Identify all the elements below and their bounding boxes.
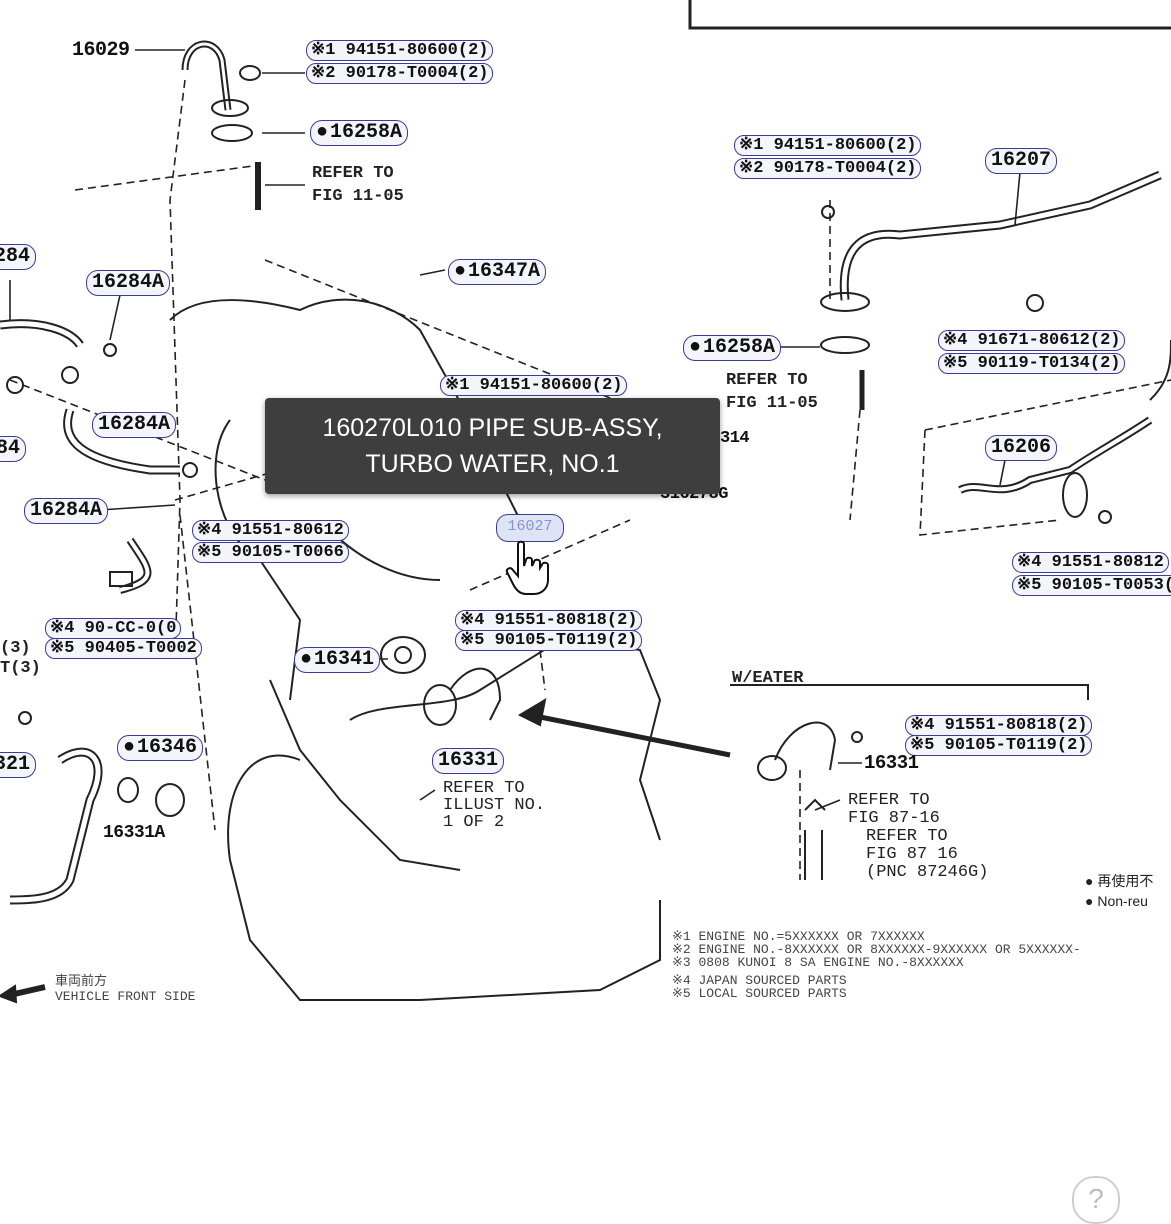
refer-illust-line3: 1 OF 2 [443,813,505,832]
legend-nonreuse-text: Non-reu [1097,893,1148,909]
refer-note-right-line1: REFER TO [726,371,808,390]
callout-top-1[interactable]: ※1 94151-80600(2) [306,40,494,61]
footnote-1: ※1 ENGINE NO.=5XXXXXX OR 7XXXXXX [672,929,925,944]
part-label-314[interactable]: 314 [720,429,750,448]
refer-illust-line1: REFER TO [443,779,525,798]
part-label-16207[interactable]: 16207 [985,148,1058,174]
refer-87-b-line1: REFER TO [866,827,948,846]
highlighted-part-label: 16027 [507,518,553,535]
front-label-jp: 車両前方 [55,974,108,989]
legend-bullet-icon: ● [1085,873,1098,889]
callout-right-mid-2[interactable]: ※5 90119-T0134(2) [938,353,1126,374]
left-edge-qty-2: T(3) [0,659,41,678]
part-label-16284a-1[interactable]: 16284A [86,270,171,296]
legend-reuse: ● 再使用不 [1085,873,1153,889]
part-label-321[interactable]: 321 [0,752,37,778]
callout-left-mid-1[interactable]: ※4 91551-80612 [192,520,349,541]
refer-note-top-line1: REFER TO [312,164,394,183]
callout-left-mid-2[interactable]: ※5 90105-T0066 [192,542,349,563]
callout-right-low-2[interactable]: ※5 90105-T0119(2) [905,735,1093,756]
refer-87-b-line2: FIG 87 16 [866,845,958,864]
footnote-4: ※4 JAPAN SOURCED PARTS [672,973,847,988]
callout-right-low-1[interactable]: ※4 91551-80818(2) [905,715,1093,736]
callout-left-edge-1[interactable]: ※4 90-CC-0(0 [45,618,182,639]
left-edge-qty-1: (3) [0,639,31,658]
refer-illust-line2: ILLUST NO. [443,796,546,815]
part-label-16284a-3[interactable]: 16284A [24,498,109,524]
tooltip-line-2: TURBO WATER, NO.1 [365,450,620,478]
part-label-16331-right[interactable]: 16331 [864,752,919,774]
refer-87-a-line1: REFER TO [848,791,930,810]
help-icon: ? [1088,1183,1104,1214]
callout-right-mid-1[interactable]: ※4 91671-80612(2) [938,330,1126,351]
part-label-16346[interactable]: 16346 [117,735,204,761]
callout-center-low-2[interactable]: ※5 90105-T0119(2) [455,630,643,651]
refer-87-a-line2: FIG 87-16 [848,809,940,828]
callout-left-edge-2[interactable]: ※5 90405-T0002 [45,638,202,659]
legend-bullet-icon: ● [1085,893,1098,909]
callout-right-1[interactable]: ※1 94151-80600(2) [734,135,922,156]
callout-top-2[interactable]: ※2 90178-T0004(2) [306,63,494,84]
callout-right-2[interactable]: ※2 90178-T0004(2) [734,158,922,179]
part-tooltip: 160270L010 PIPE SUB-ASSY, TURBO WATER, N… [265,398,720,494]
legend-reuse-text: 再使用不 [1097,873,1154,889]
help-button[interactable]: ? [1072,1176,1120,1224]
refer-note-right-line2: FIG 11-05 [726,394,818,413]
callout-far-right-1[interactable]: ※4 91551-80812 [1012,552,1169,573]
callout-far-right-2[interactable]: ※5 90105-T0053( [1012,575,1171,596]
hand-cursor-icon [505,540,549,595]
callout-center-1[interactable]: ※1 94151-80600(2) [440,375,628,396]
part-label-16341[interactable]: 16341 [294,647,381,673]
part-label-16331a[interactable]: 16331A [103,823,165,843]
legend-nonreuse: ● Non-reu [1085,893,1148,909]
part-label-16284-left-2[interactable]: 84 [0,436,27,462]
callout-center-low-1[interactable]: ※4 91551-80818(2) [455,610,643,631]
part-label-16347a[interactable]: 16347A [448,259,547,285]
part-label-16331-left[interactable]: 16331 [432,748,505,774]
part-label-16284a-2[interactable]: 16284A [92,412,177,438]
part-label-16206[interactable]: 16206 [985,435,1058,461]
front-label-en: VEHICLE FRONT SIDE [55,989,196,1004]
footnote-3: ※3 0808 KUNOI 8 SA ENGINE NO.-8XXXXXX [672,955,964,970]
part-label-16029[interactable]: 16029 [72,39,130,62]
highlighted-part-16027[interactable]: 16027 [496,514,564,542]
refer-note-top-line2: FIG 11-05 [312,187,404,206]
footnote-5: ※5 LOCAL SOURCED PARTS [672,986,847,1001]
part-label-16258a-right[interactable]: 16258A [683,335,782,361]
footnote-2: ※2 ENGINE NO.-8XXXXXX OR 8XXXXXX-9XXXXXX… [672,942,1081,957]
part-label-16284-left[interactable]: 284 [0,244,37,270]
w-eater-label: W/EATER [732,669,804,688]
tooltip-line-1: 160270L010 PIPE SUB-ASSY, [322,414,663,442]
refer-87-b-line3: (PNC 87246G) [866,863,989,882]
part-label-16258a-top[interactable]: 16258A [310,120,409,146]
